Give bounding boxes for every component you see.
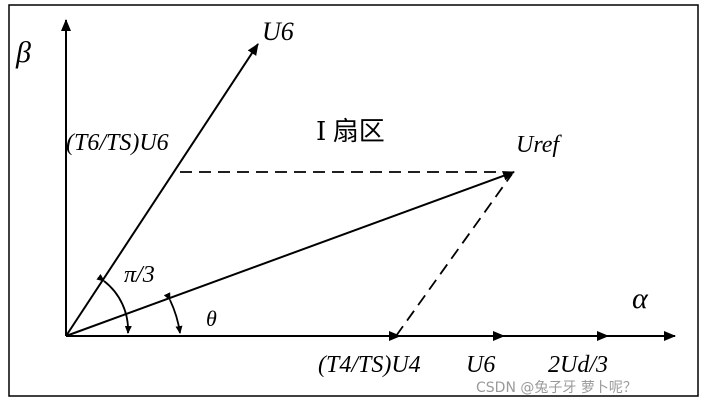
u6-vector-label: U6 — [262, 17, 294, 46]
u6-alpha-label: U6 — [466, 352, 495, 378]
sector-label: Ⅰ 扇区 — [316, 117, 385, 146]
csdn-watermark: CSDN @兔子牙 萝卜呢？ — [476, 380, 637, 396]
theta-arc — [163, 292, 183, 334]
uref-label: Uref — [516, 132, 562, 158]
theta-label: θ — [206, 306, 217, 331]
u6-vector — [65, 43, 259, 337]
diagram-frame — [8, 4, 699, 397]
beta-axis-label: β — [15, 36, 31, 69]
t4-projection-label: (T4/TS)U4 — [318, 352, 421, 378]
t6-projection-label: (T6/TS)U6 — [66, 130, 169, 156]
alpha-axis-label: α — [632, 282, 649, 315]
pi-over-3-label: π/3 — [124, 262, 155, 288]
two-ud-3-label: 2Ud/3 — [548, 352, 608, 378]
pi-over-3-arc — [96, 273, 132, 334]
uref-vector — [65, 171, 515, 337]
dashed-projection-u4 — [395, 173, 513, 337]
